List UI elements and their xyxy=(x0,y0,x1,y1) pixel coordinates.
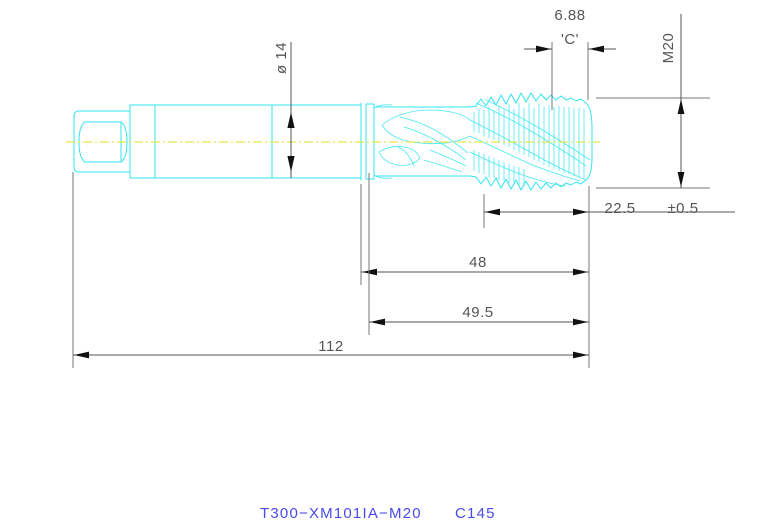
shank-body xyxy=(154,102,367,181)
label-diameter-14: ø 14 xyxy=(273,42,290,74)
label-flute-length-48: 48 xyxy=(469,254,487,271)
title-part-number: T300−XM101IA−M20 xyxy=(260,505,422,522)
label-chamfer-c-note: 'C' xyxy=(561,31,579,48)
dimension-thread-length-225 xyxy=(483,186,735,228)
dimension-flute-total-495 xyxy=(368,173,590,335)
label-flute-total-495: 49.5 xyxy=(462,304,493,321)
label-thread-length-225: 22.5 xyxy=(604,200,635,217)
label-overall-length-112: 112 xyxy=(318,338,343,355)
spiral-flute-body xyxy=(375,106,471,177)
dimension-thread-m20 xyxy=(596,14,710,189)
title-code: C145 xyxy=(455,505,496,522)
threaded-section xyxy=(469,92,593,191)
dimension-chamfer-688 xyxy=(524,42,616,110)
dimension-diameter-14 xyxy=(287,42,295,178)
dimension-flute-length-48 xyxy=(360,184,589,285)
part-geometry xyxy=(66,92,600,191)
label-chamfer-688: 6.88 xyxy=(554,7,585,24)
dimension-overall-length-112 xyxy=(72,172,590,368)
label-thread-m20: M20 xyxy=(660,33,677,64)
label-thread-length-tolerance: ±0.5 xyxy=(667,200,698,217)
